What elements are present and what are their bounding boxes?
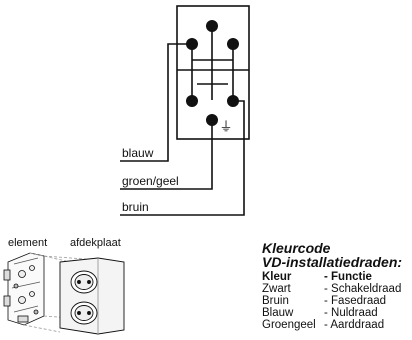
- wires: [120, 43, 245, 216]
- wire-blue: [120, 43, 192, 162]
- legend-function: - Schakeldraad: [324, 283, 402, 295]
- legend-color: Zwart: [262, 283, 291, 295]
- legend-header-function: - Functie: [324, 271, 372, 283]
- legend-color: Groengeel: [262, 319, 316, 331]
- terminal-top-right: [227, 38, 239, 50]
- wire-label-blue: blauw: [122, 146, 154, 160]
- wire-green-yellow: [120, 126, 213, 190]
- legend-row: Zwart - Schakeldraad: [262, 283, 410, 295]
- legend-color: Blauw: [262, 307, 294, 319]
- legend-header-row: Kleur - Functie: [262, 271, 410, 283]
- legend-color: Bruin: [262, 295, 289, 307]
- legend-title: Kleurcode: [262, 240, 331, 256]
- label-element: element: [8, 237, 47, 249]
- ground-symbol-icon: ⏚: [219, 119, 232, 134]
- color-code-legend: Kleurcode VD-installatiedraden: Kleur - …: [262, 240, 410, 331]
- switch-box: [176, 5, 250, 140]
- legend-function: - Fasedraad: [324, 295, 387, 307]
- legend-function: - Nuldraad: [324, 307, 378, 319]
- legend-header-color: Kleur: [262, 271, 292, 283]
- legend-function: - Aarddraad: [324, 319, 385, 331]
- wire-label-green-yellow: groen/geel: [122, 174, 179, 188]
- terminal-ground: [206, 114, 218, 126]
- legend-row: Groengeel - Aarddraad: [262, 319, 410, 331]
- switch-connections: [191, 26, 234, 126]
- legend-row: Blauw - Nuldraad: [262, 307, 410, 319]
- wire-label-brown: bruin: [122, 200, 149, 214]
- terminal-bottom-left: [186, 95, 198, 107]
- legend-subtitle: VD-installatiedraden:: [262, 254, 403, 270]
- label-cover-plate: afdekplaat: [70, 237, 121, 249]
- cover-plate-illustration: [59, 257, 125, 335]
- wire-brown: [120, 100, 245, 216]
- legend-row: Bruin - Fasedraad: [262, 295, 410, 307]
- socket-element-illustration: [3, 252, 45, 326]
- terminal-top-center: [206, 20, 218, 32]
